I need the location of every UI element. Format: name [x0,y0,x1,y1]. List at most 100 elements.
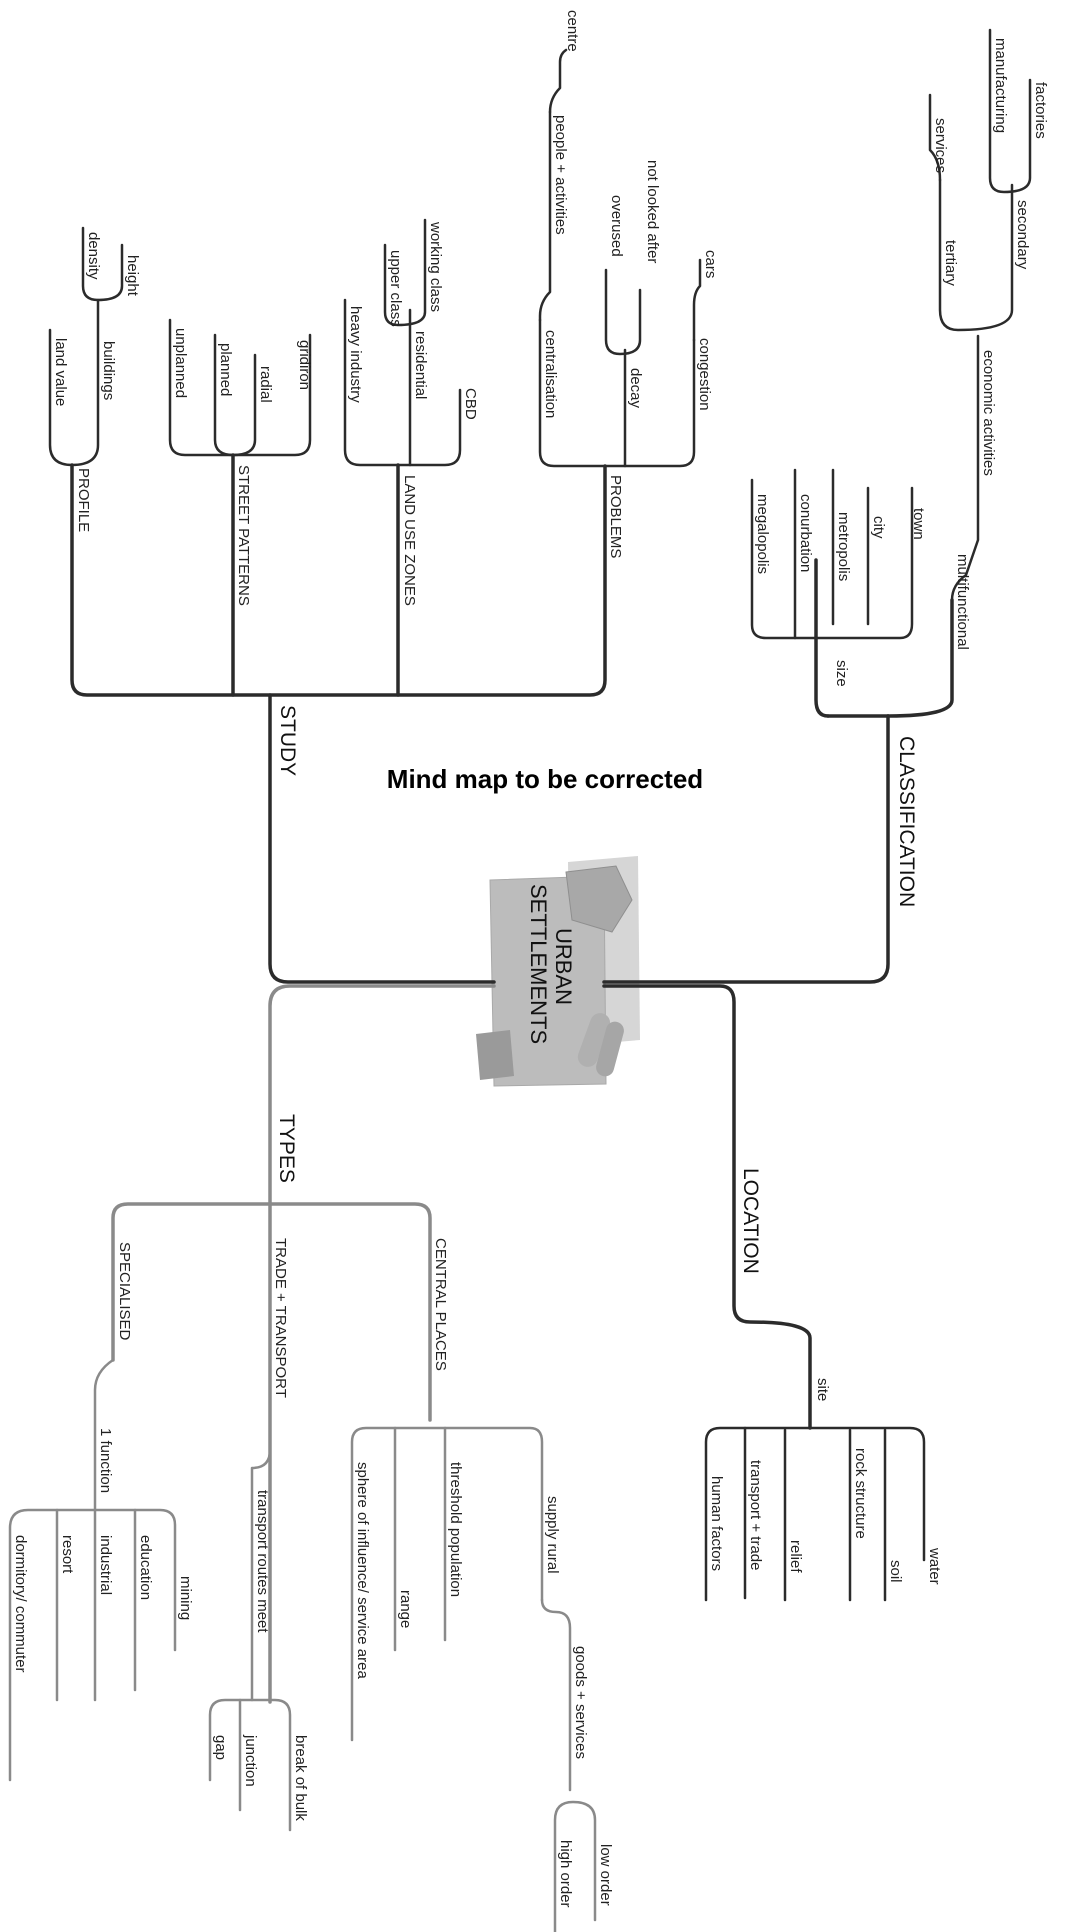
threshold-label: threshold population [447,1462,464,1597]
metropolis-label: metropolis [835,512,852,581]
planned-label: planned [217,343,234,396]
site-fork [704,1426,926,1602]
mining-label: mining [177,1576,194,1620]
location-main-line [602,984,812,1430]
soil-label: soil [887,1560,904,1583]
branch-types: TYPES SPECIALISED 1 function dormitory/ … [8,984,614,1932]
not-looked-after-label: not looked after [644,160,661,263]
cars-label: cars [702,250,719,278]
relief-label: relief [787,1540,804,1573]
tertiary-services-line [928,93,942,182]
secondary-label: secondary [1014,200,1031,270]
services-label: services [932,118,949,173]
city-label: city [870,516,887,539]
break-of-bulk-label: break of bulk [292,1735,309,1821]
center-title-line2: SETTLEMENTS [526,884,551,1044]
study-label: STUDY [276,705,299,776]
industrial-label: industrial [97,1535,114,1595]
land-use-zones-label: LAND USE ZONES [401,475,418,606]
centralisation-label: centralisation [542,330,559,418]
centralisation-line [538,110,552,322]
low-order-label: low order [597,1844,614,1906]
water-label: water [926,1547,943,1585]
range-label: range [397,1590,414,1628]
transport-routes-meet-label: transport routes meet [254,1490,271,1633]
congestion-label: congestion [696,338,713,411]
density-label: density [85,232,102,280]
heavy-industry-label: heavy industry [347,306,364,403]
location-label: LOCATION [739,1168,762,1274]
economic-activities-line [950,334,980,602]
upper-class-label: upper class [387,250,404,327]
manufacturing-label: manufacturing [992,38,1009,133]
size-label: size [833,660,850,687]
types-bar [111,1202,432,1422]
goods-services-line [540,1598,572,1792]
goods-services-label: goods + services [572,1646,589,1759]
multifunctional-line [886,598,954,718]
types-label: TYPES [275,1114,298,1183]
buildings-label: buildings [100,341,117,400]
cube-icon [565,865,633,933]
working-class-label: working class [427,221,444,312]
people-activities-label: people + activities [552,115,569,235]
central-node: URBAN SETTLEMENTS [476,856,640,1087]
megalopolis-label: megalopolis [754,494,771,574]
junction-label: junction [242,1734,259,1787]
centre-label: centre [564,10,581,52]
overused-label: overused [608,195,625,257]
cylinder-icon-2 [596,1021,624,1077]
profile-fork [48,298,100,467]
study-main-line [268,693,496,984]
decay-fork [604,268,642,356]
decay-label: decay [627,368,644,409]
planned-fork [213,333,257,457]
radial-label: radial [257,366,274,403]
center-title-line1: URBAN [551,928,576,1005]
dormitory-label: dormitory/ commuter [12,1535,29,1673]
site-label: site [814,1378,831,1401]
study-bar [70,463,607,697]
central-places-label: CENTRAL PLACES [432,1238,449,1371]
supply-rural-label: supply rural [544,1496,561,1574]
education-label: education [137,1535,154,1600]
multifunctional-label: multifunctional [954,554,971,650]
specialised-label: SPECIALISED [116,1242,133,1341]
residential-label: residential [412,331,429,399]
size-fork [750,478,914,640]
gridiron-label: gridiron [296,340,313,390]
branch-study: STUDY PROFILE land value buildings densi… [48,10,719,984]
people-activities-line [548,48,568,114]
buildings-fork [81,226,124,302]
central-places-fork [350,1426,544,1742]
congestion-line [692,258,702,342]
one-function-label: 1 function [97,1428,114,1493]
height-label: height [124,255,141,297]
profile-label: PROFILE [75,468,92,532]
order-fork [553,1800,597,1932]
size-line [814,558,830,718]
one-function-line [93,1358,115,1512]
transport-trade-label: transport + trade [747,1460,764,1570]
street-patterns-label: STREET PATTERNS [235,465,252,606]
cylinder-icon [577,1013,611,1067]
town-label: town [910,508,927,540]
trade-transport-label: TRADE + TRANSPORT [272,1238,289,1398]
land-value-label: land value [52,338,69,406]
branch-location: LOCATION site human factors transport + … [602,984,943,1602]
transport-routes-line [250,1448,272,1702]
types-main-line [268,984,496,1704]
page-title: Mind map to be corrected [387,764,703,794]
economic-activities-label: economic activities [980,350,997,476]
block-icon [476,1030,514,1080]
high-order-label: high order [557,1840,574,1908]
center-box [489,875,607,1087]
human-factors-label: human factors [708,1476,725,1571]
economic-activities-fork [938,178,1014,332]
problems-label: PROBLEMS [607,475,624,558]
classification-main-line [602,714,890,984]
branch-classification: CLASSIFICATION size megalopolis conurbat… [602,28,1049,984]
sphere-label: sphere of influence/ service area [354,1462,371,1679]
gap-label: gap [212,1735,229,1760]
